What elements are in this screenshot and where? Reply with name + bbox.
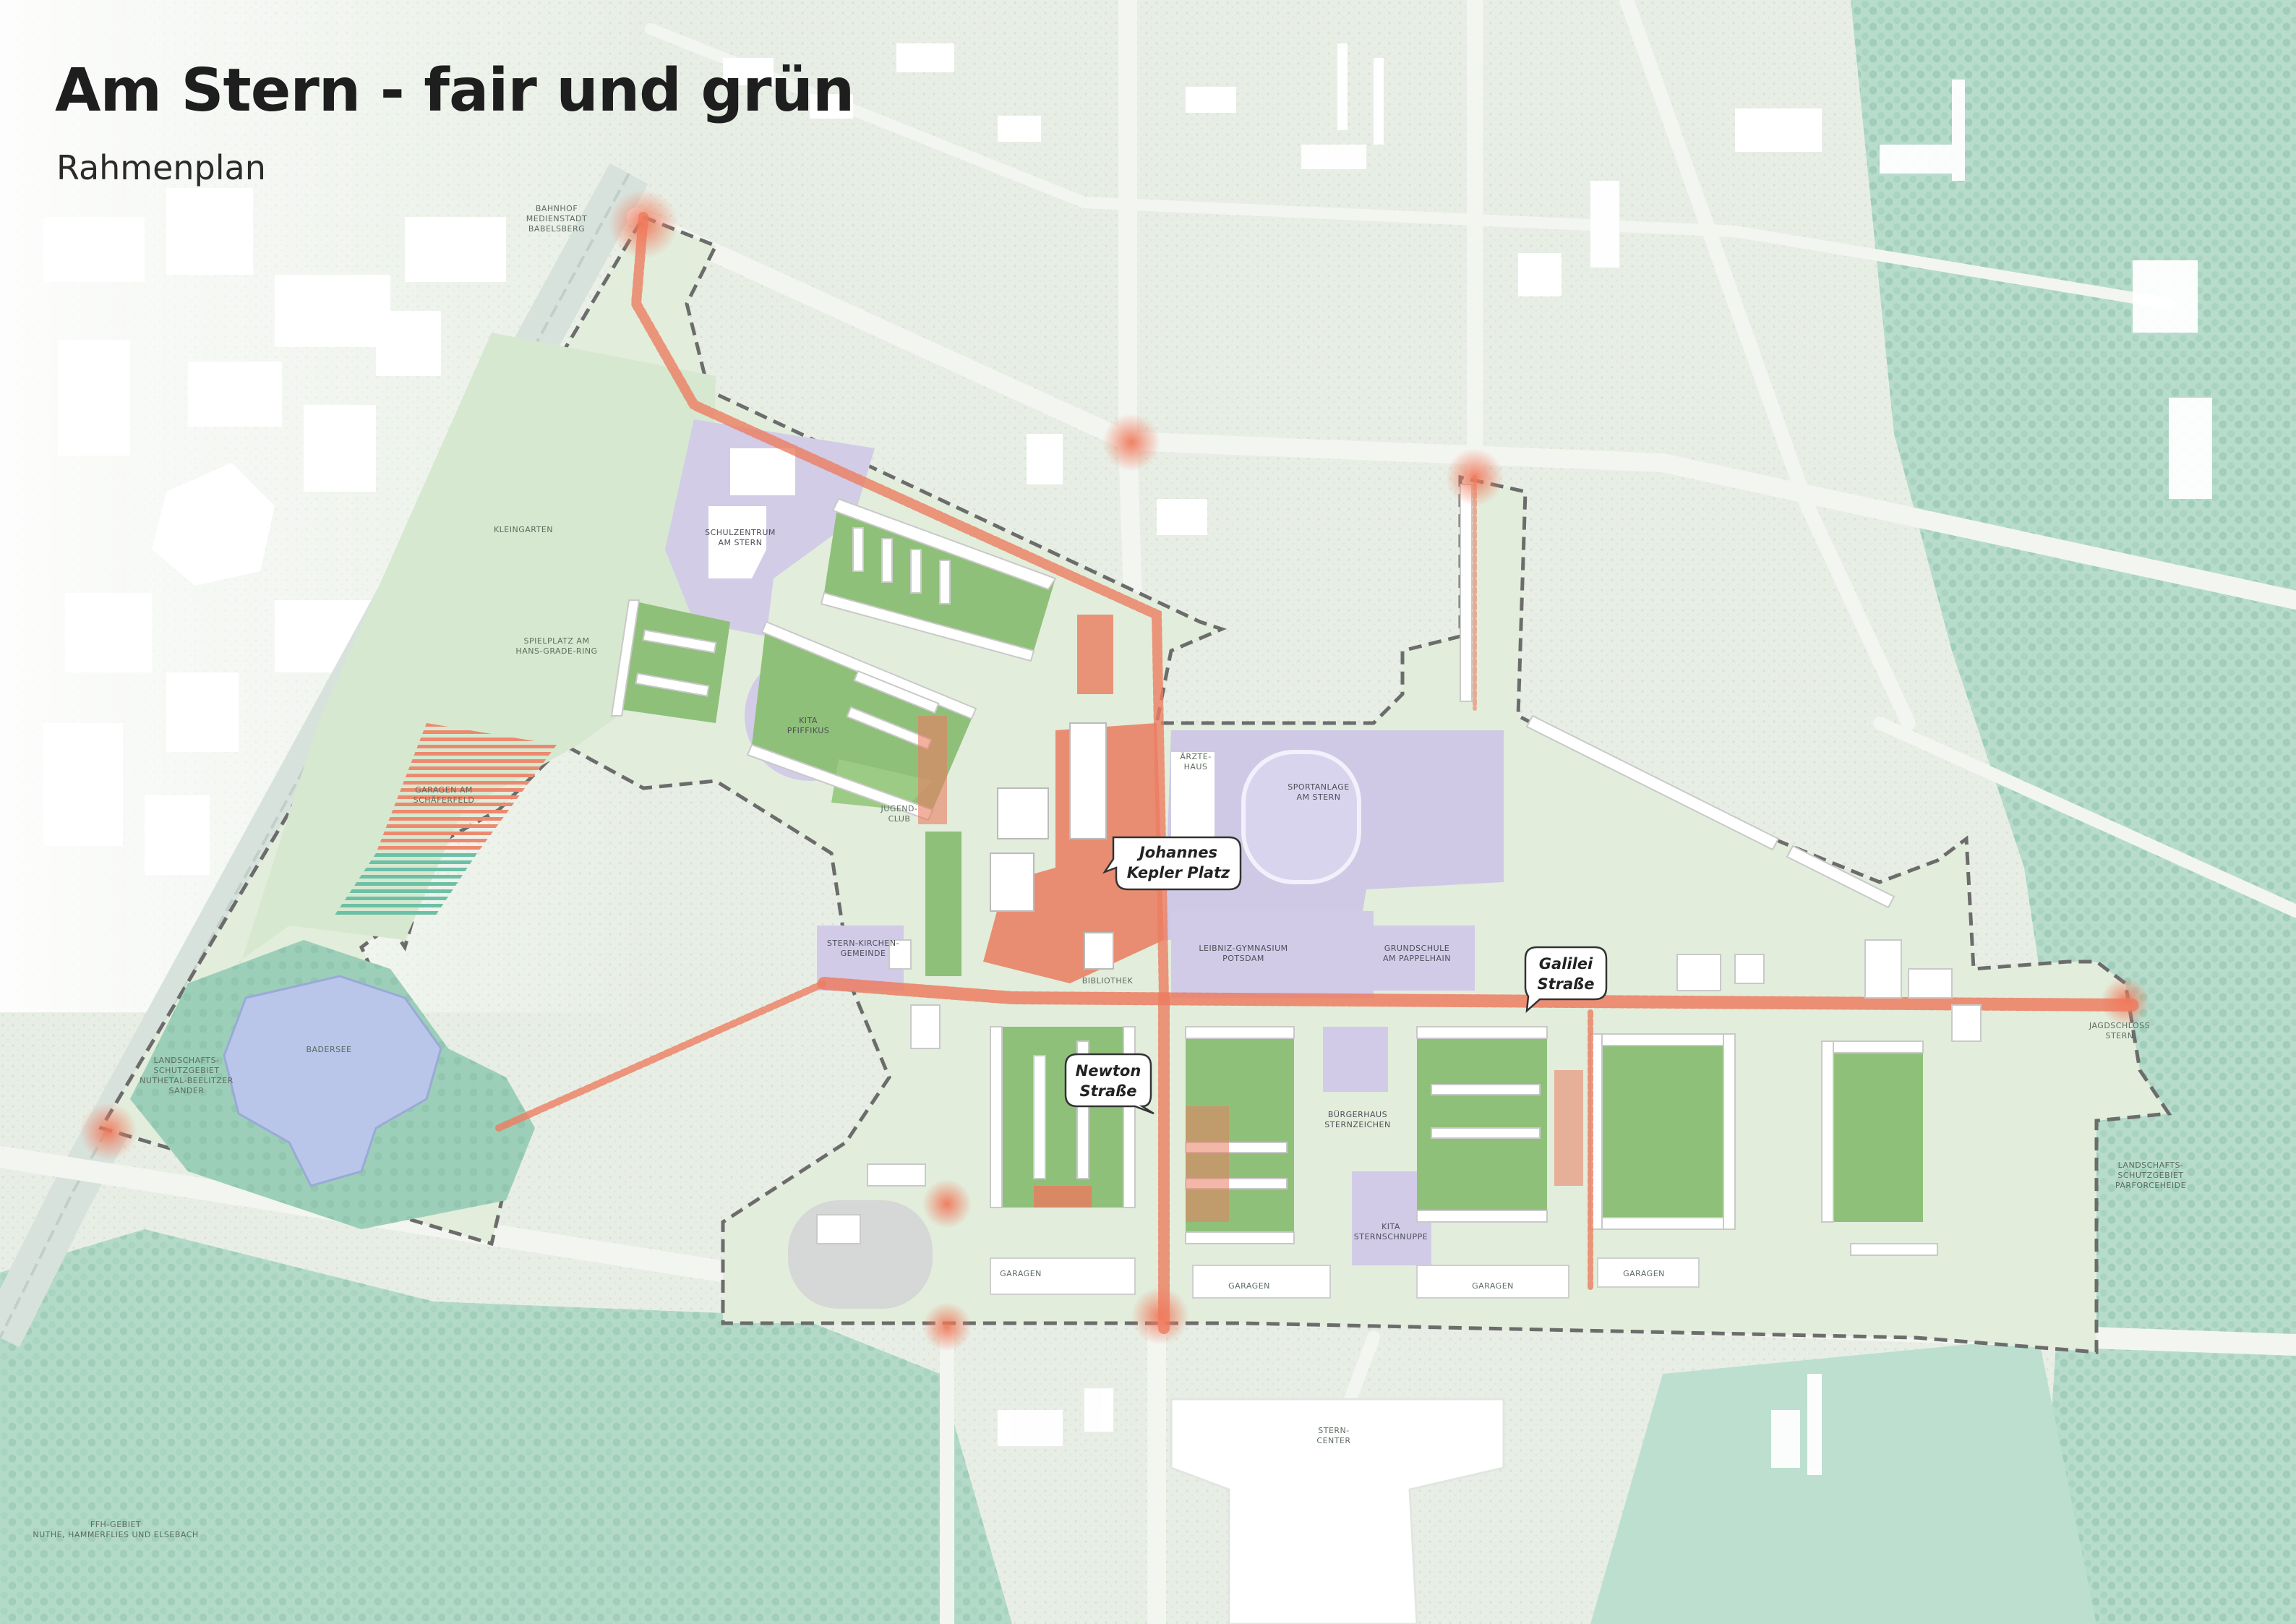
red-strip-south-2 — [1554, 1070, 1583, 1186]
kepler-platz-plaza — [983, 723, 1164, 983]
red-strip-north — [1077, 615, 1113, 694]
label-ffh-gebiet: FFH-GEBIET — [90, 1520, 141, 1529]
red-pathways — [495, 212, 2139, 1336]
node-south-1 — [922, 1179, 972, 1228]
label-buergerhaus: BÜRGERHAUS — [1328, 1110, 1387, 1119]
slab-buildings-north — [610, 497, 1057, 821]
kepler-platz-building-1 — [997, 787, 1049, 839]
slab-buildings-south — [990, 1026, 1938, 1256]
label-garagen-1: GARAGEN — [1000, 1269, 1042, 1278]
station-buildings — [43, 188, 506, 875]
schulzentrum-area — [665, 419, 875, 636]
kepler-platz-building-3 — [1069, 722, 1107, 839]
label-kleingarten: KLEINGARTEN — [494, 525, 553, 534]
node-north — [1102, 414, 1160, 471]
label-schulzentrum: SCHULZENTRUM — [705, 528, 776, 537]
label-bibliothek: BIBLIOTHEK — [1082, 976, 1134, 986]
grundschule-area — [1316, 926, 1475, 991]
label-spielplatz: SPIELPLATZ AM — [524, 636, 590, 646]
svg-text:JUGEND-CLUB: JUGEND-CLUB — [881, 804, 918, 824]
forest-southwest-texture — [0, 1229, 1012, 1624]
slab-buildings-east — [1460, 484, 1896, 909]
red-strip-newton — [1034, 1186, 1092, 1208]
label-garagen-schaeferfeld: GARAGEN AM — [415, 785, 473, 795]
label-landschaft-west: LANDSCHAFTS- — [154, 1056, 220, 1065]
arztehaus-building — [1171, 752, 1215, 846]
node-southwest — [80, 1103, 137, 1161]
svg-text:ÄRZTE-HAUS: ÄRZTE-HAUS — [1180, 752, 1211, 772]
svg-text:STERN-CENTER: STERN-CENTER — [1316, 1426, 1350, 1445]
callout-newton-strasse: Newton Straße — [1064, 1053, 1155, 1115]
callout-galilei-line1: Galilei — [1539, 955, 1593, 973]
callout-johannes-line1: Johannes — [1136, 844, 1217, 861]
label-gymnasium: LEIBNIZ-GYMNASIUM — [1199, 944, 1288, 953]
page-subtitle: Rahmenplan — [56, 148, 266, 187]
label-aerztehaus: ÄRZTE- — [1180, 752, 1211, 761]
kepler-platz-building-2 — [990, 852, 1035, 912]
label-garagen-4: GARAGEN — [1623, 1269, 1665, 1278]
label-garagen-3: GARAGEN — [1472, 1281, 1514, 1291]
garage-rows — [990, 1257, 1700, 1299]
garagen-schaeferfeld-teal — [333, 853, 477, 918]
red-strip-west — [918, 716, 947, 824]
badesee-lake — [223, 975, 442, 1187]
forest-southeast — [1590, 1338, 2096, 1624]
label-badesee: BADERSEE — [306, 1045, 351, 1054]
node-east — [2101, 977, 2150, 1026]
callout-galilei-line2: Straße — [1537, 975, 1594, 993]
label-sportanlage: SPORTANLAGE — [1288, 782, 1349, 792]
misc-buildings — [816, 939, 1982, 1244]
label-garagen-2: GARAGEN — [1228, 1281, 1270, 1291]
label-kita-pfiffikus: KITA — [799, 716, 818, 725]
label-landschaft-ost: LANDSCHAFTS- — [2118, 1161, 2184, 1170]
callout-johannes-kepler-platz: Johannes Kepler Platz — [1102, 836, 1242, 891]
callout-newton-line1: Newton — [1076, 1062, 1141, 1080]
callout-newton-line2: Straße — [1079, 1082, 1136, 1100]
callout-galilei-strasse: Galilei Straße — [1524, 946, 1608, 1014]
label-stern-center: STERN- — [1318, 1426, 1350, 1435]
label-bahnhof-1: BAHNHOF — [536, 204, 578, 213]
bibliothek-building — [1084, 932, 1114, 970]
red-strip-south-1 — [1186, 1106, 1229, 1222]
node-south-3 — [1131, 1287, 1189, 1345]
svg-text:STERN-KIRCHEN-GEMEINDE: STERN-KIRCHEN-GEMEINDE — [827, 939, 899, 958]
garagen-schaeferfeld-hatch — [376, 723, 557, 853]
label-grundschule: GRUNDSCHULE — [1384, 944, 1449, 953]
node-south-2 — [922, 1302, 972, 1351]
label-jugendclub: JUGEND- — [881, 804, 918, 813]
page-title: Am Stern - fair und grün — [55, 56, 854, 125]
node-northeast — [1446, 448, 1504, 506]
schulzentrum-building-2 — [708, 506, 766, 578]
buergerhaus-area — [1323, 1027, 1388, 1092]
label-kita-sternschnuppe: KITA — [1382, 1222, 1400, 1231]
node-markers — [80, 189, 2150, 1351]
sportanlage-field — [1241, 750, 1361, 884]
label-sternkirche: STERN-KIRCHEN- — [827, 939, 899, 948]
callout-johannes-line2: Kepler Platz — [1127, 864, 1230, 881]
context-buildings — [723, 43, 2212, 1475]
label-jagdschloss: JAGDSCHLOSS — [2089, 1021, 2150, 1030]
schulzentrum-building — [730, 448, 795, 495]
node-bahnhof — [609, 189, 678, 259]
stern-center-building — [1170, 1398, 1505, 1624]
